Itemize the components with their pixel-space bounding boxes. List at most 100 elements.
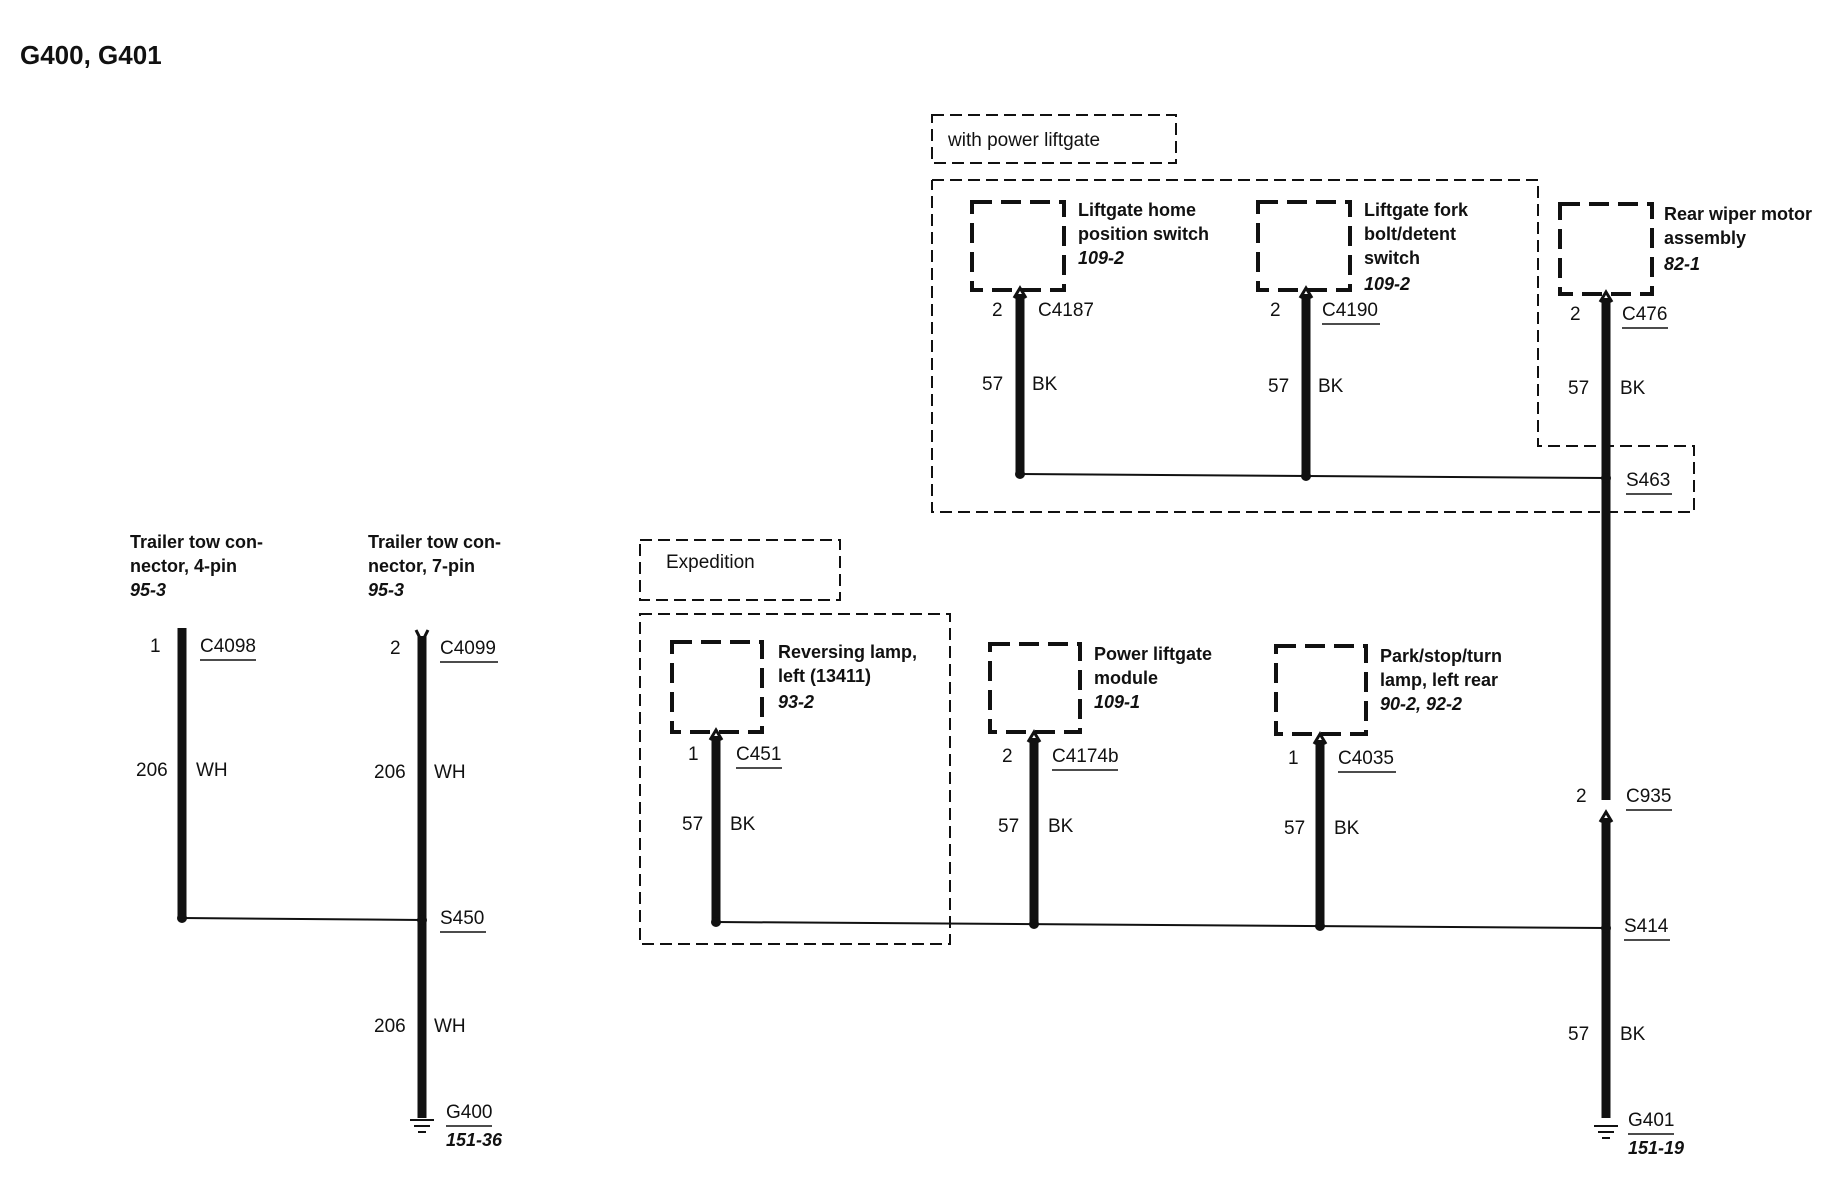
c476-id: C476	[1622, 304, 1667, 325]
reversing-name-2: left (13411)	[778, 666, 871, 686]
wire-57-rev-circuit: 57	[682, 814, 703, 835]
splice-s450-label: S450	[440, 908, 484, 929]
c476-pin: 2	[1570, 304, 1581, 325]
power-liftgate-outline	[931, 179, 1695, 513]
page-title: G400, G401	[20, 40, 162, 70]
ground-g401-ref: 151-19	[1628, 1138, 1684, 1158]
splice-s463-link	[1019, 473, 1607, 479]
park-lamp-ref: 90-2, 92-2	[1380, 694, 1462, 714]
wire-57-park-circuit: 57	[1284, 818, 1305, 839]
c935-pin: 2	[1576, 786, 1587, 807]
power-liftgate-label: with power liftgate	[947, 130, 1100, 151]
c935-id: C935	[1626, 786, 1671, 807]
wire-57-g401-circuit: 57	[1568, 1024, 1589, 1045]
expedition-label: Expedition	[666, 552, 755, 573]
ground-g400-ref: 151-36	[446, 1130, 503, 1150]
c4174b-pin: 2	[1002, 746, 1013, 767]
wiper-name-2: assembly	[1664, 228, 1746, 248]
wire-57-fork-circuit: 57	[1268, 376, 1289, 397]
splice-point-park	[1315, 921, 1325, 931]
wire-206c-color: WH	[434, 1016, 466, 1037]
park-lamp-name-1: Park/stop/turn	[1380, 646, 1502, 666]
expedition-label-box	[639, 539, 841, 601]
ground-g401-label: G401	[1628, 1110, 1674, 1131]
power-liftgate-label-box	[931, 114, 1177, 164]
reversing-name-1: Reversing lamp,	[778, 642, 917, 662]
splice-s414-label: S414	[1624, 916, 1669, 937]
c4190-pin: 2	[1270, 300, 1281, 321]
expedition-outline	[639, 613, 951, 945]
park-stop-turn-lamp: Park/stop/turn lamp, left rear 90-2, 92-…	[1274, 644, 1502, 924]
wire-57-g401-color: BK	[1620, 1024, 1646, 1045]
ground-g400-icon	[410, 1119, 434, 1133]
wire-57-home-color: BK	[1032, 374, 1058, 395]
trailer-tow-4pin: Trailer tow con- nector, 4-pin 95-3 1 C4…	[130, 532, 263, 918]
splice-s414: S414	[711, 916, 1670, 941]
wire-206c-circuit: 206	[374, 1016, 406, 1037]
power-liftgate-region: with power liftgate	[931, 114, 1695, 513]
ground-g401-icon	[1594, 1125, 1618, 1139]
power-liftgate-module-box	[988, 642, 1082, 734]
wire-57-wiper-color: BK	[1620, 378, 1646, 399]
c4099-pin: 2	[390, 638, 401, 659]
trailer-tow-7pin: Trailer tow con- nector, 7-pin 95-3 2 C4…	[177, 532, 503, 1150]
c4190-id: C4190	[1322, 300, 1378, 321]
splice-point-reversing	[711, 917, 721, 927]
liftgate-fork-switch: Liftgate fork bolt/detent switch 109-2 2…	[1256, 200, 1469, 476]
trailer-7pin-ref: 95-3	[368, 580, 404, 600]
module-ref: 109-1	[1094, 692, 1140, 712]
expedition-region: Expedition	[639, 539, 951, 945]
fork-switch-name-1: Liftgate fork	[1364, 200, 1469, 220]
liftgate-home-switch-box	[970, 200, 1066, 292]
splice-point-module	[1029, 919, 1039, 929]
liftgate-home-switch: Liftgate home position switch 109-2 2 C4…	[970, 200, 1209, 474]
splice-s463: S463	[1015, 469, 1672, 495]
ground-g400-label: G400	[446, 1102, 492, 1123]
wire-206b-color: WH	[434, 762, 466, 783]
c4098-id: C4098	[200, 636, 256, 657]
trailer-7pin-name-2: nector, 7-pin	[368, 556, 475, 576]
wire-57-module-circuit: 57	[998, 816, 1019, 837]
module-name-2: module	[1094, 668, 1158, 688]
connector-c935: 2 C935	[1576, 786, 1672, 1118]
fork-switch-name-2: bolt/detent	[1364, 224, 1456, 244]
rear-wiper-motor-box	[1558, 202, 1654, 296]
wiper-ref: 82-1	[1664, 254, 1700, 274]
splice-point-fork	[1301, 471, 1311, 481]
splice-s414-link	[715, 921, 1607, 929]
ground-g401: 57 BK G401 151-19	[1568, 1024, 1684, 1158]
rear-wiper-motor: Rear wiper motor assembly 82-1 2 C476 57…	[1558, 202, 1812, 800]
fork-switch-name-3: switch	[1364, 248, 1420, 268]
reversing-lamp: Reversing lamp, left (13411) 93-2 1 C451…	[670, 640, 917, 922]
splice-point-home	[1015, 469, 1025, 479]
wire-206a-circuit: 206	[136, 760, 168, 781]
reversing-ref: 93-2	[778, 692, 814, 712]
c451-id: C451	[736, 744, 781, 765]
c4098-pin: 1	[150, 636, 161, 657]
home-switch-name-1: Liftgate home	[1078, 200, 1196, 220]
splice-point-s450	[417, 915, 427, 925]
splice-point-s414	[1601, 923, 1611, 933]
c4035-id: C4035	[1338, 748, 1394, 769]
wire-57-park-color: BK	[1334, 818, 1360, 839]
power-liftgate-module: Power liftgate module 109-1 2 C4174b 57 …	[988, 642, 1212, 922]
trailer-4pin-ref: 95-3	[130, 580, 166, 600]
splice-s463-label: S463	[1626, 470, 1670, 491]
c4187-id: C4187	[1038, 300, 1094, 321]
c451-pin: 1	[688, 744, 699, 765]
c4187-pin: 2	[992, 300, 1003, 321]
module-name-1: Power liftgate	[1094, 644, 1212, 664]
wire-57-fork-color: BK	[1318, 376, 1344, 397]
c4174b-id: C4174b	[1052, 746, 1119, 767]
wire-57-module-color: BK	[1048, 816, 1074, 837]
liftgate-fork-switch-box	[1256, 200, 1352, 292]
wire-57-rev-color: BK	[730, 814, 756, 835]
wiper-name-1: Rear wiper motor	[1664, 204, 1812, 224]
trailer-4pin-name-2: nector, 4-pin	[130, 556, 237, 576]
trailer-7pin-name-1: Trailer tow con-	[368, 532, 501, 552]
reversing-lamp-box	[670, 640, 764, 734]
splice-point-4pin	[177, 913, 187, 923]
home-switch-ref: 109-2	[1078, 248, 1124, 268]
c4035-pin: 1	[1288, 748, 1299, 769]
